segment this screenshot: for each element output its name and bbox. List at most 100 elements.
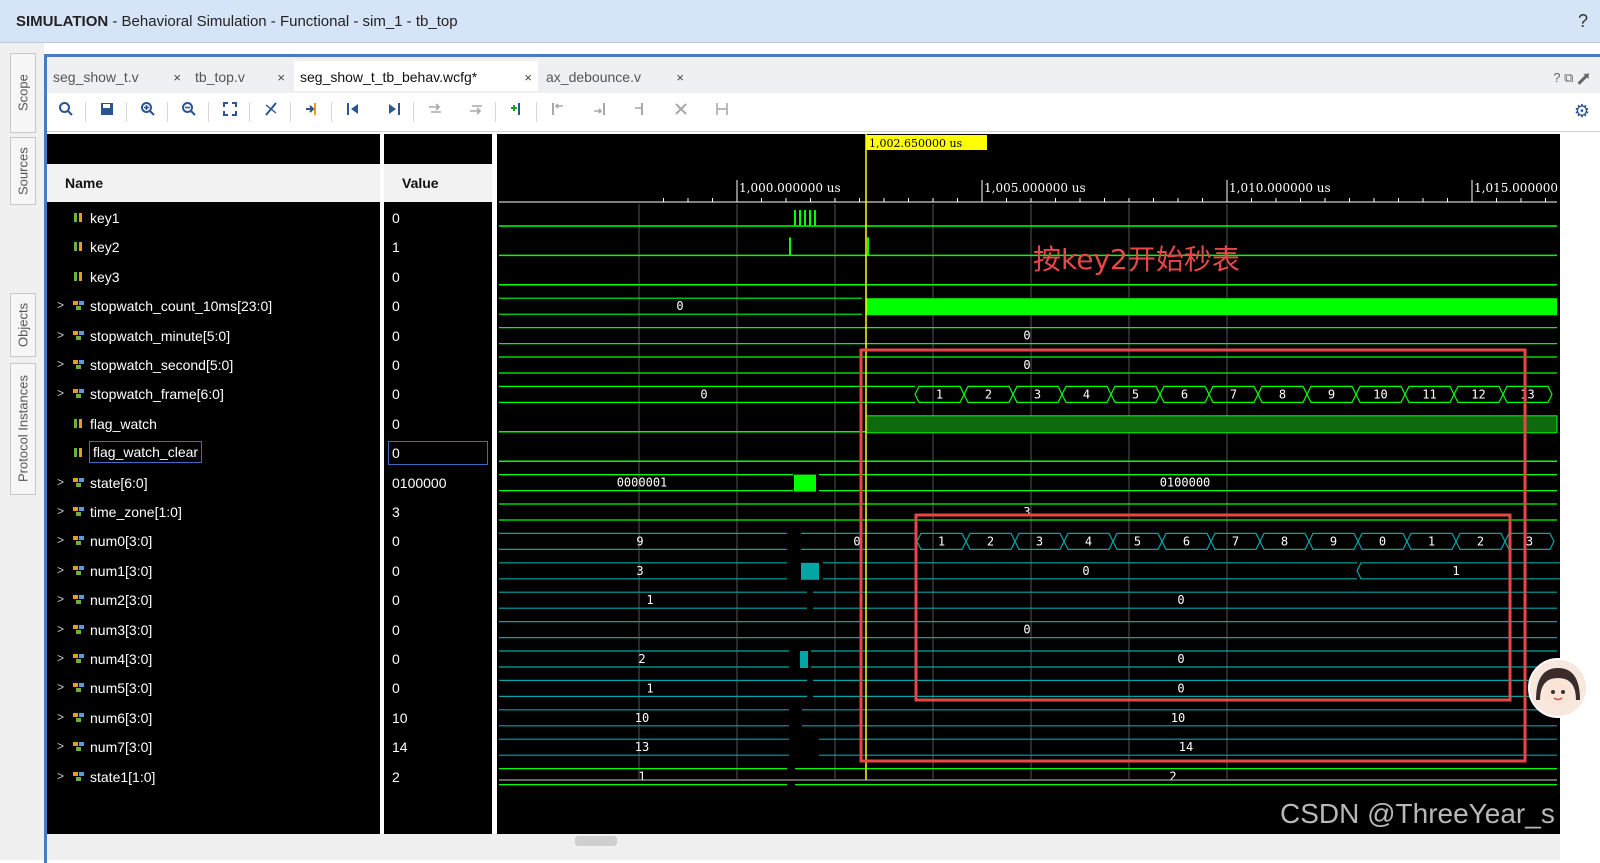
signal-row[interactable]: >stopwatch_minute[5:0] [47, 322, 380, 351]
close-icon[interactable]: × [524, 70, 532, 85]
signal-row[interactable]: key2 [47, 233, 380, 262]
signal-row[interactable]: >state1[1:0] [47, 763, 380, 792]
settings-icon[interactable]: ⚙ [1573, 101, 1590, 121]
signal-row[interactable]: >state[6:0] [47, 469, 380, 498]
chevron-right-icon[interactable]: > [57, 504, 65, 518]
snap-transition-icon[interactable] [465, 101, 487, 123]
signal-row[interactable]: >num1[3:0] [47, 557, 380, 586]
value-row[interactable]: 2 [384, 763, 492, 792]
help-icon[interactable]: ? [1577, 11, 1588, 31]
previous-transition-icon[interactable] [342, 101, 364, 123]
delete-icon[interactable] [670, 101, 692, 123]
signal-row[interactable]: >num6[3:0] [47, 704, 380, 733]
value-row[interactable]: 0 [384, 645, 492, 674]
zoom-fit-icon[interactable] [219, 101, 241, 123]
value-row[interactable]: 10 [384, 704, 492, 733]
side-tab-sources[interactable]: Sources [10, 137, 36, 205]
signal-row[interactable]: >stopwatch_frame[6:0] [47, 380, 380, 409]
value-row[interactable]: 0 [384, 351, 492, 380]
value-row[interactable]: 0 [384, 322, 492, 351]
signal-row[interactable]: flag_watch_clear [47, 439, 380, 468]
go-to-cursor-icon[interactable] [301, 101, 323, 123]
signal-row[interactable]: >num7[3:0] [47, 733, 380, 762]
side-tab-objects[interactable]: Objects [10, 293, 36, 357]
next-marker-icon[interactable] [588, 101, 610, 123]
signal-row[interactable]: >time_zone[1:0] [47, 498, 380, 527]
value-row[interactable]: 0 [384, 204, 492, 233]
value-row[interactable]: 0 [384, 439, 492, 468]
value-row[interactable]: 3 [384, 498, 492, 527]
chevron-right-icon[interactable]: > [57, 592, 65, 606]
value-row[interactable]: 0 [384, 616, 492, 645]
value-row[interactable]: 0100000 [384, 469, 492, 498]
value-row[interactable]: 0 [384, 527, 492, 556]
add-marker-icon[interactable] [506, 101, 528, 123]
tab-corner-icons[interactable]: ? ⧉ ⬈ [1553, 70, 1590, 85]
name-column-header[interactable]: Name [47, 164, 380, 202]
side-tab-protocol-instances[interactable]: Protocol Instances [10, 363, 36, 495]
chevron-right-icon[interactable]: > [57, 328, 65, 342]
signal-row[interactable]: flag_watch [47, 410, 380, 439]
tab-ax-debounce[interactable]: ax_debounce.v× [546, 69, 684, 85]
close-icon[interactable]: × [173, 70, 181, 85]
chevron-right-icon[interactable]: > [57, 475, 65, 489]
value-row[interactable]: 0 [384, 586, 492, 615]
signal-row[interactable]: >num0[3:0] [47, 527, 380, 556]
value-row[interactable]: 14 [384, 733, 492, 762]
value-column-header[interactable]: Value [384, 164, 492, 202]
search-icon[interactable] [55, 101, 77, 123]
bus-value-label: 7 [1230, 387, 1237, 401]
value-row[interactable]: 0 [384, 292, 492, 321]
chevron-right-icon[interactable]: > [57, 622, 65, 636]
value-row[interactable]: 0 [384, 380, 492, 409]
side-tab-scope[interactable]: Scope [10, 53, 36, 133]
signal-row[interactable]: >num3[3:0] [47, 616, 380, 645]
signal-row[interactable]: >num5[3:0] [47, 674, 380, 703]
chevron-right-icon[interactable]: > [57, 651, 65, 665]
save-icon[interactable] [96, 101, 118, 123]
bus-value-label: 1 [936, 387, 943, 401]
chevron-right-icon[interactable]: > [57, 357, 65, 371]
value-row[interactable]: 1 [384, 233, 492, 262]
signal-row[interactable]: >stopwatch_count_10ms[23:0] [47, 292, 380, 321]
next-transition-icon[interactable] [383, 101, 405, 123]
bus-signal-icon [73, 331, 84, 340]
tab-seg-show-t[interactable]: seg_show_t.v× [53, 69, 181, 85]
bus-value-label: 1 [1428, 534, 1435, 548]
signal-row[interactable]: key3 [47, 263, 380, 292]
chevron-right-icon[interactable]: > [57, 769, 65, 783]
value-row[interactable]: 0 [384, 674, 492, 703]
signal-row[interactable]: key1 [47, 204, 380, 233]
value-row[interactable]: 0 [384, 410, 492, 439]
value-row[interactable]: 0 [384, 263, 492, 292]
chevron-right-icon[interactable]: > [57, 680, 65, 694]
value-row[interactable]: 0 [384, 557, 492, 586]
chevron-right-icon[interactable]: > [57, 563, 65, 577]
swap-cursors-icon[interactable] [424, 101, 446, 123]
zoom-out-icon[interactable] [178, 101, 200, 123]
previous-marker-icon[interactable] [547, 101, 569, 123]
chevron-right-icon[interactable]: > [57, 386, 65, 400]
cursor-icon[interactable] [260, 101, 282, 123]
chevron-right-icon[interactable]: > [57, 533, 65, 547]
close-icon[interactable]: × [277, 70, 285, 85]
bus-value-label: 2 [985, 387, 992, 401]
tab-seg-show-t-tb-behav-wcfg[interactable]: seg_show_t_tb_behav.wcfg*× [294, 61, 538, 91]
signal-row[interactable]: >stopwatch_second[5:0] [47, 351, 380, 380]
scrollbar-thumb[interactable] [575, 836, 617, 846]
float-ruler-icon[interactable] [629, 101, 651, 123]
signal-row[interactable]: >num2[3:0] [47, 586, 380, 615]
chevron-right-icon[interactable]: > [57, 710, 65, 724]
close-icon[interactable]: × [676, 70, 684, 85]
signal-value: 0 [392, 680, 400, 696]
zoom-in-icon[interactable] [137, 101, 159, 123]
link-icon[interactable] [711, 101, 733, 123]
signal-row[interactable]: >num4[3:0] [47, 645, 380, 674]
tab-tb-top[interactable]: tb_top.v× [195, 69, 285, 85]
bus-value-label: 5 [1134, 534, 1141, 548]
horizontal-scrollbar[interactable] [47, 834, 1560, 860]
chevron-right-icon[interactable]: > [57, 298, 65, 312]
chevron-right-icon[interactable]: > [57, 739, 65, 753]
